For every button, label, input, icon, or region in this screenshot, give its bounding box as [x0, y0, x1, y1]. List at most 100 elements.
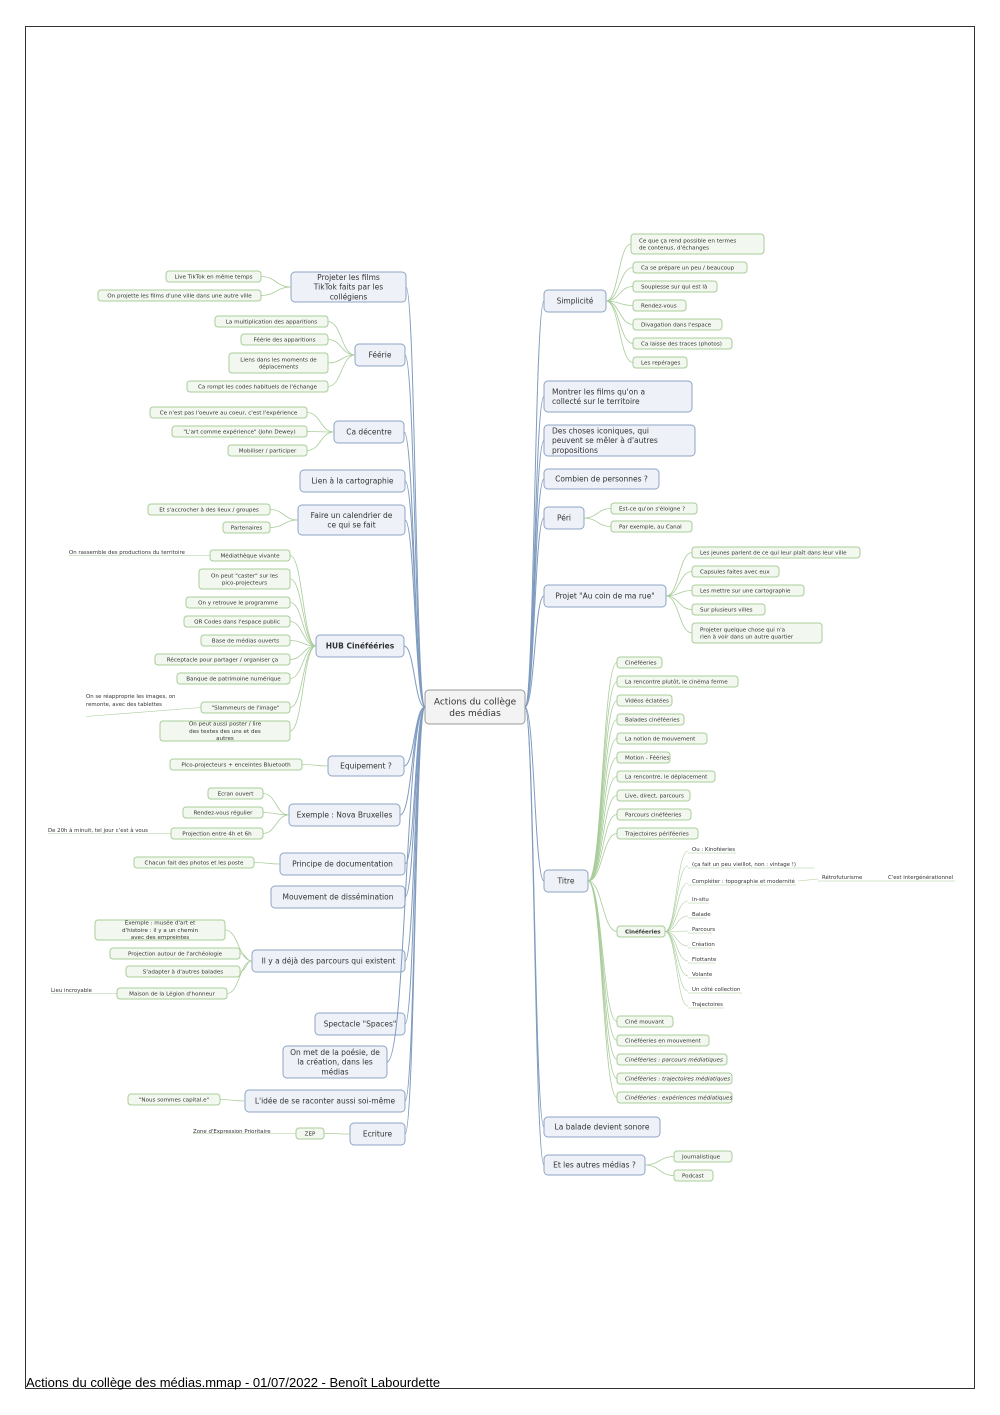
left-branch-10-item-0[interactable]: Exemple : musée d'art etd'histoire : il … — [94, 919, 226, 942]
titre-item-2[interactable]: Vidéos éclatées — [616, 694, 673, 707]
left-branch-7-item-2[interactable]: Projection entre 4h et 6h — [170, 827, 264, 840]
left-branch-5-item-0[interactable]: Médiathèque vivante — [209, 549, 291, 562]
right-branch-8[interactable]: Et les autres médias ? — [543, 1154, 646, 1176]
titre-item-9[interactable]: Trajectoires périféeries — [616, 827, 699, 840]
left-branch-13[interactable]: L'idée de se raconter aussi soi-même — [244, 1089, 406, 1113]
right-branch-5[interactable]: Projet "Au coin de ma rue" — [543, 584, 667, 608]
left-branch-4-item-1[interactable]: Partenaires — [222, 521, 271, 534]
left-branch-5-item-5[interactable]: Réceptacle pour partager / organiser ça — [154, 653, 291, 666]
left-branch-13-item-0[interactable]: "Nous sommes capital.e" — [127, 1093, 221, 1106]
titre-item-4[interactable]: La notion de mouvement — [616, 732, 708, 745]
left-branch-8-item-0-box — [133, 856, 255, 869]
right-branch-0-item-2[interactable]: Souplesse sur qui est là — [632, 280, 718, 293]
titre-item-3-box — [616, 713, 685, 726]
left-branch-2-item-1[interactable]: "L'art comme expérience" (John Dewey) — [171, 425, 308, 438]
titre-item-15[interactable]: Cinéféeries : expériences médiatiques — [616, 1091, 733, 1104]
cineferies-sub-9: Un côté collection — [692, 986, 740, 993]
left-branch-3[interactable]: Lien à la cartographie — [299, 469, 406, 493]
titre-item-0[interactable]: Cinéféeries — [616, 656, 663, 669]
right-branch-5-item-4-box — [691, 622, 823, 644]
right-branch-3[interactable]: Combien de personnes ? — [543, 468, 660, 490]
right-branch-4[interactable]: Péri — [543, 506, 585, 530]
left-branch-10-item-2[interactable]: S'adapter à d'autres balades — [125, 965, 241, 978]
left-branch-6-label: Equipement ? — [340, 762, 392, 771]
titre-item-11[interactable]: Ciné mouvant — [616, 1015, 674, 1028]
left-branch-10[interactable]: Il y a déjà des parcours qui existent — [251, 949, 406, 973]
left-branch-6[interactable]: Equipement ? — [327, 755, 405, 777]
right-branch-7[interactable]: La balade devient sonore — [543, 1116, 661, 1138]
right-branch-0-item-1[interactable]: Ca se prépare un peu / beaucoup — [632, 261, 748, 274]
left-branch-2[interactable]: Ca décentre — [333, 420, 405, 444]
left-branch-2-item-2[interactable]: Mobiliser / participer — [227, 444, 308, 457]
left-branch-1[interactable]: Féérie — [354, 343, 406, 367]
left-branch-14-item-0[interactable]: ZEP — [295, 1127, 325, 1140]
left-branch-5-item-2[interactable]: On y retrouve le programme — [185, 596, 291, 609]
right-branch-0[interactable]: Simplicité — [543, 289, 607, 313]
left-branch-1-item-1[interactable]: Féérie des apparitions — [240, 333, 329, 346]
left-branch-11[interactable]: Spectacle "Spaces" — [314, 1012, 406, 1036]
titre-item-13[interactable]: Cinéféeries : parcours médiatiques — [616, 1053, 728, 1066]
titre-item-14[interactable]: Cinéféeries : trajectoires médiatiques — [616, 1072, 733, 1085]
titre-item-5[interactable]: Motion - Fééries — [616, 751, 671, 764]
left-branch-7-item-2-label: Projection entre 4h et 6h — [182, 831, 252, 837]
right-branch-5-item-3[interactable]: Sur plusieurs villes — [691, 603, 766, 616]
left-branch-5-item-3[interactable]: QR Codes dans l'espace public — [183, 615, 291, 628]
left-branch-1-item-3[interactable]: Ca rompt les codes habituels de l'échang… — [186, 380, 329, 393]
titre-item-10[interactable]: Cinéféeries — [616, 925, 666, 938]
left-branch-1-item-0[interactable]: La multiplication des apparitions — [214, 315, 329, 328]
titre-item-7[interactable]: Live, direct, parcours — [616, 789, 691, 802]
right-branch-5-label: Projet "Au coin de ma rue" — [555, 592, 655, 601]
left-branch-10-item-1[interactable]: Projection autour de l'archéologie — [109, 947, 241, 960]
right-branch-5-item-2[interactable]: Les mettre sur une cartographie — [691, 584, 805, 597]
titre-item-8[interactable]: Parcours cinéféeries — [616, 808, 692, 821]
right-branch-0-item-4-label: Divagation dans l'espace — [641, 322, 712, 328]
right-branch-8-item-0[interactable]: Journalistique — [673, 1150, 733, 1163]
right-branch-0-item-3[interactable]: Rendez-vous — [632, 299, 687, 312]
left-branch-11-box — [314, 1012, 406, 1036]
left-branch-6-item-0[interactable]: Pico-projecteurs + enceintes Bluetooth — [169, 758, 303, 771]
left-branch-7-item-1[interactable]: Rendez-vous régulier — [182, 806, 264, 819]
left-branch-14[interactable]: Ecriture — [349, 1122, 406, 1146]
right-branch-4-item-0[interactable]: Est-ce qu'on s'éloigne ? — [610, 502, 698, 515]
titre-item-1[interactable]: La rencontre plutôt, le cinéma ferme — [616, 675, 739, 688]
left-branch-10-item-3[interactable]: Maison de la Légion d'honneur — [116, 987, 228, 1000]
left-branch-7[interactable]: Exemple : Nova Bruxelles — [288, 803, 401, 827]
right-branch-0-item-6[interactable]: Les repérages — [632, 356, 688, 369]
right-branch-0-item-5[interactable]: Ca laisse des traces (photos) — [632, 337, 733, 350]
right-branch-4-item-1[interactable]: Par exemple, au Canal — [610, 520, 693, 533]
left-branch-0-item-1[interactable]: On projette les films d'une ville dans u… — [97, 289, 262, 302]
left-branch-0-label: collégiens — [330, 292, 368, 301]
left-branch-5-item-6[interactable]: Banque de patrimoine numérique — [176, 672, 291, 685]
left-branch-9[interactable]: Mouvement de dissémination — [270, 885, 406, 909]
right-branch-0-item-4[interactable]: Divagation dans l'espace — [632, 318, 723, 331]
right-branch-6[interactable]: Titre — [543, 869, 589, 893]
left-branch-0-item-0[interactable]: Live TikTok en même temps — [165, 270, 262, 283]
left-branch-8-item-0[interactable]: Chacun fait des photos et les poste — [133, 856, 255, 869]
right-branch-8-item-1[interactable]: Podcast — [673, 1169, 714, 1182]
titre-item-3[interactable]: Balades cinéféeries — [616, 713, 685, 726]
left-branch-4-item-0[interactable]: Et s'accrocher à des lieux / groupes — [147, 503, 271, 516]
left-branch-8[interactable]: Principe de documentation — [279, 852, 406, 876]
left-branch-10-item-1-box — [109, 947, 241, 960]
left-branch-5[interactable]: HUB Cinéfééries — [315, 634, 405, 658]
left-branch-2-item-0[interactable]: Ce n'est pas l'oeuvre au coeur, c'est l'… — [149, 406, 308, 419]
left-branch-7-item-0[interactable]: Ecran ouvert — [207, 787, 264, 800]
right-branch-5-item-0[interactable]: Les jeunes parlent de ce qui leur plaît … — [691, 546, 861, 559]
titre-item-6[interactable]: La rencontre, le déplacement — [616, 770, 716, 783]
left-branch-5-item-4[interactable]: Base de médias ouverts — [200, 634, 291, 647]
left-branch-5-item-7[interactable]: "Slammeurs de l'image" — [200, 701, 291, 714]
titre-item-12[interactable]: Cinéféeries en mouvement — [616, 1034, 710, 1047]
right-branch-5-item-1[interactable]: Capsules faites avec eux — [691, 565, 780, 578]
left-branch-1-item-1-label: Féérie des apparitions — [254, 336, 316, 343]
